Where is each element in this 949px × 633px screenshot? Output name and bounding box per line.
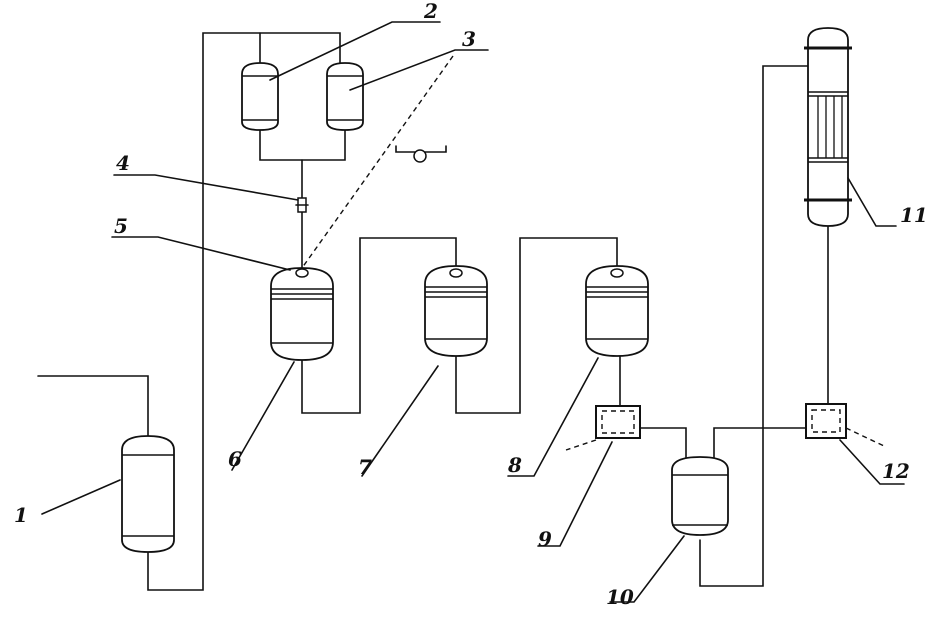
- tank-3: [326, 62, 364, 131]
- label-4: 4: [116, 151, 130, 175]
- feed-pipe-tank-1: [37, 375, 149, 439]
- stirrer-motor: [395, 145, 447, 163]
- tank-1: [121, 435, 175, 553]
- reactor-8: [585, 265, 649, 357]
- piping: [37, 32, 829, 591]
- label-6: 6: [228, 447, 242, 471]
- pipe-reactor-6-to-7: [301, 237, 457, 414]
- tank-2: [241, 62, 279, 131]
- label-8: 8: [507, 453, 522, 477]
- label-2: 2: [423, 0, 438, 23]
- pipe-tanks-bottom-header: [259, 127, 346, 161]
- pipe-tank-10-to-column-11: [699, 65, 809, 587]
- pipe-tank-10-to-filter-12: [713, 427, 807, 459]
- label-10: 10: [606, 585, 634, 609]
- filter-9: [565, 405, 641, 451]
- label-12: 12: [882, 459, 910, 483]
- tank-10: [671, 456, 729, 536]
- label-3: 3: [462, 27, 476, 51]
- pipe-tank-1-to-header: [147, 32, 341, 591]
- pipe-filter-9-to-tank-10: [639, 427, 687, 459]
- label-9: 9: [538, 527, 552, 551]
- label-5: 5: [114, 214, 128, 238]
- valve-4: [295, 197, 309, 213]
- label-11: 11: [900, 203, 928, 227]
- reactor-7: [424, 265, 488, 357]
- label-7: 7: [358, 455, 372, 479]
- column-11: [804, 27, 852, 227]
- label-1: 1: [14, 503, 28, 527]
- reactor-6: [270, 267, 334, 361]
- pipe-reactor-7-to-8: [455, 237, 618, 414]
- leader-lines: [41, 21, 905, 603]
- filter-12: [805, 403, 885, 447]
